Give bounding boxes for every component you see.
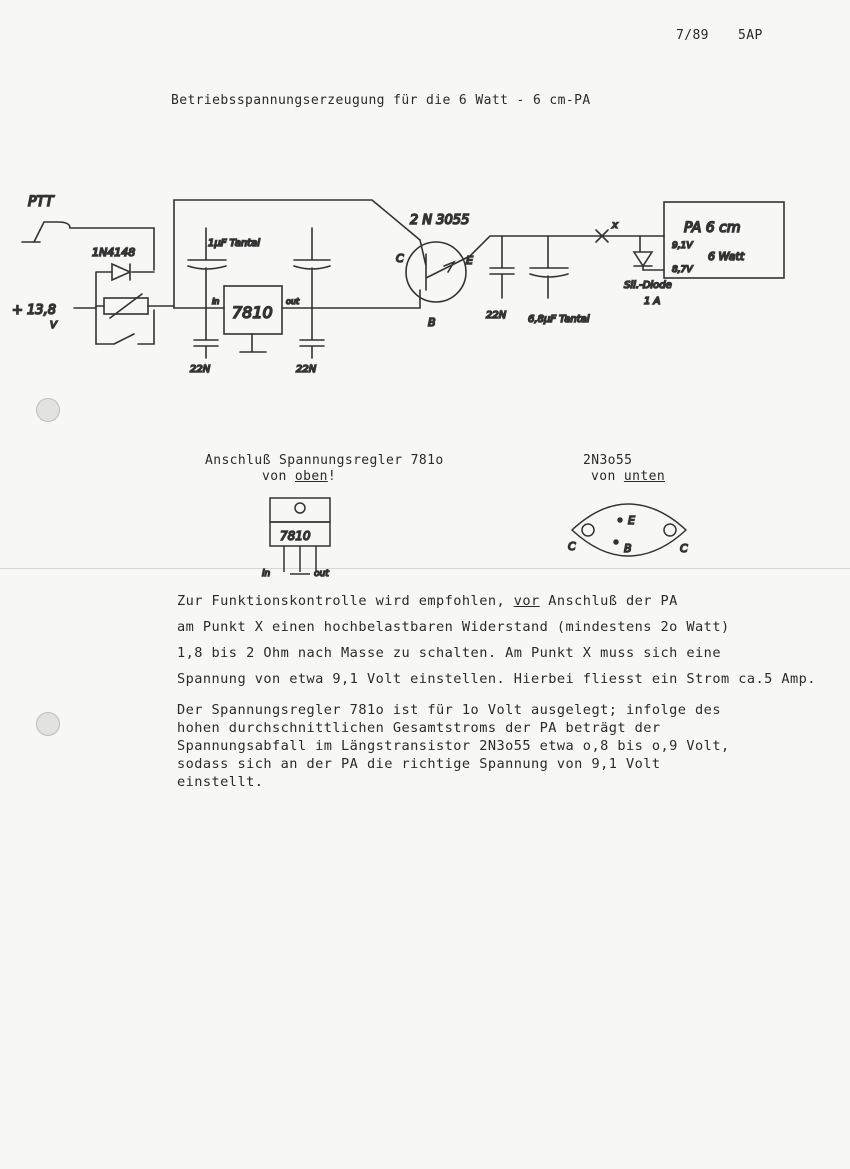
cap-22n-a-label: 22N: [190, 364, 211, 375]
reg-in-label: in: [212, 297, 219, 306]
pa-v2-label: 8,7V: [672, 265, 693, 275]
ptt-label: PTT: [28, 194, 55, 210]
cap-tantal1-label: 1µF Tantal: [208, 238, 260, 249]
regulator-label: 7810: [232, 303, 273, 322]
collector-wire: [173, 199, 421, 309]
cap-22n-c-symbol: [489, 235, 515, 299]
transistor-pin-c: C: [396, 252, 404, 265]
para2-line2: hohen durchschnittlichen Gesamtstroms de…: [177, 720, 661, 736]
to3-hole-right: [663, 523, 677, 537]
para1-l1-post: Anschluß der PA: [539, 593, 678, 609]
point-x-label: x: [611, 220, 618, 231]
header-date: 7/89: [676, 28, 709, 43]
cap-out-tantal-symbol: [293, 227, 331, 309]
paper-fold: [0, 568, 850, 569]
para2-line5: einstellt.: [177, 774, 264, 790]
diode-label: 1N4148: [92, 246, 135, 259]
reg-tab: [269, 497, 331, 523]
reg-ic-label: 7810: [280, 529, 311, 543]
to3-label-c-right: C: [680, 542, 688, 555]
reg-pin-in: in: [262, 569, 271, 579]
page-title: Betriebsspannungserzeugung für die 6 Wat…: [171, 93, 591, 108]
pinout-right-line1: 2N3o55: [583, 453, 633, 468]
base-wire: [281, 289, 421, 309]
pa-label-2: 6 Watt: [708, 250, 745, 263]
punch-hole-top: [36, 398, 60, 422]
punch-hole-bottom: [36, 712, 60, 736]
si-diode-symbol: [632, 235, 665, 271]
to3-label-e: E: [628, 514, 635, 527]
transistor-pin-e: E: [466, 254, 473, 267]
pinout-left-pre: von: [262, 469, 295, 484]
cap-tantal2-symbol: [529, 235, 569, 299]
pinout-right-line2: von unten: [591, 469, 665, 484]
to3-case: [570, 503, 688, 557]
relay-contact: [95, 309, 155, 345]
pa-label-1: PA 6 cm: [684, 220, 740, 236]
cap-22n-b-label: 22N: [296, 364, 317, 375]
pinout-right-pre: von: [591, 469, 624, 484]
cap-tantal1-symbol: [187, 227, 227, 309]
para1-line1: Zur Funktionskontrolle wird empfohlen, v…: [177, 593, 678, 609]
pinout-left-line1: Anschluß Spannungsregler 781o: [205, 453, 444, 468]
pa-box: [663, 201, 785, 279]
pinout-left-line2: von oben!: [262, 469, 336, 484]
pinout-left-underline: oben: [294, 469, 328, 484]
para1-line4: Spannung von etwa 9,1 Volt einstellen. H…: [177, 671, 816, 687]
to3-label-b: B: [624, 542, 632, 555]
reg-out-label: out: [286, 297, 300, 306]
pa-v1-label: 9,1V: [672, 241, 693, 251]
para1-line3: 1,8 bis 2 Ohm nach Masse zu schalten. Am…: [177, 645, 721, 661]
regulator-7810-box: [223, 285, 283, 335]
to3-pin-b: [613, 539, 619, 545]
si-diode-label-2: 1 A: [644, 296, 661, 307]
to3-hole-left: [581, 523, 595, 537]
circuit-schematic: PTT 1N4148 + 13,8 V 1µF Tantal 22N 7810 …: [11, 193, 785, 376]
supply-label: + 13,8: [12, 303, 56, 318]
para1-line2: am Punkt X einen hochbelastbaren Widerst…: [177, 619, 730, 635]
reg-tab-hole: [294, 502, 306, 514]
para2-line4: sodass sich an der PA die richtige Spann…: [177, 756, 661, 772]
para2-line1: Der Spannungsregler 781o ist für 1o Volt…: [177, 702, 721, 718]
ptt-wire: [33, 221, 155, 271]
transistor-pin-b: B: [428, 316, 436, 329]
cap-22n-c-label: 22N: [486, 310, 507, 321]
cap-tantal2-label: 6,8µF Tantal: [528, 314, 590, 325]
pinout-right-underline: unten: [623, 469, 666, 484]
point-x-mark: [595, 229, 609, 243]
para1-l1-pre: Zur Funktionskontrolle wird empfohlen,: [177, 593, 514, 609]
reg-pins: [283, 546, 317, 575]
transistor-leads: [419, 239, 471, 291]
pinout-left-post: !: [327, 469, 337, 484]
si-diode-label-1: Sil.-Diode: [624, 280, 672, 291]
cap-22n-b-symbol: [299, 307, 325, 359]
to3-label-c-left: C: [568, 540, 576, 553]
cap-22n-a-symbol: [193, 307, 219, 359]
supply-unit: V: [50, 320, 58, 331]
para2-line3: Spannungsabfall im Längstransistor 2N3o5…: [177, 738, 730, 754]
emitter-wire: [469, 235, 641, 257]
to3-pin-e: [617, 517, 623, 523]
para1-l1-underline: vor: [513, 593, 540, 609]
diode-1n4148-symbol: [111, 262, 132, 282]
transistor-label: 2 N 3055: [410, 213, 469, 228]
reg-pin-out: out: [314, 569, 329, 579]
header-ref: 5AP: [738, 28, 763, 43]
relay-slash: [109, 293, 143, 319]
transistor-2n3055-symbol: [405, 241, 467, 303]
regulator-ground: [239, 333, 267, 353]
pinout-drawings: 7810 in out E B C C: [261, 497, 689, 580]
